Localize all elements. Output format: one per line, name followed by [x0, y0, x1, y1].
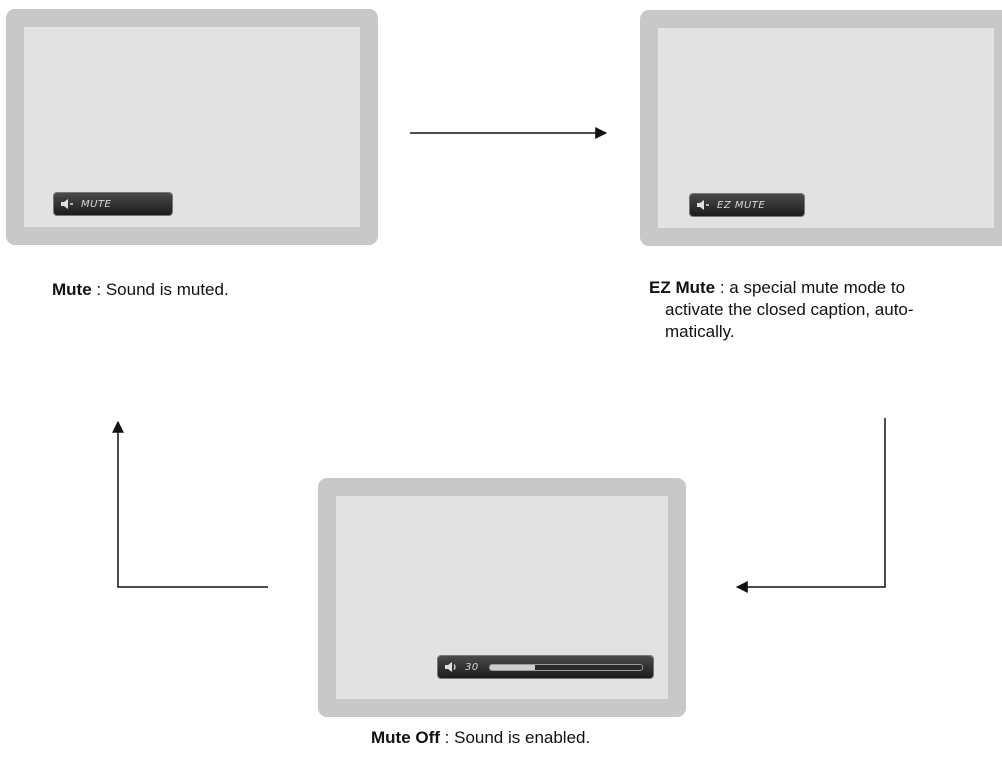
volume-track	[488, 663, 643, 671]
osd-mute-label: MUTE	[81, 198, 112, 210]
osd-volume-bar: 30	[438, 656, 653, 678]
speaker-muted-icon	[61, 199, 73, 209]
caption-ez-mute-line3: matically.	[665, 322, 735, 341]
osd-ez-mute-bar: EZ MUTE	[690, 194, 804, 216]
arrow-mute-off-to-mute	[112, 420, 268, 588]
caption-mute-off: Mute Off : Sound is enabled.	[371, 727, 590, 749]
caption-mute: Mute : Sound is muted.	[52, 279, 229, 301]
caption-ez-mute-line1: : a special mute mode to	[715, 278, 906, 297]
caption-mute-text: : Sound is muted.	[91, 280, 229, 299]
tv-screen-ez-mute: EZ MUTE	[640, 10, 1002, 246]
caption-mute-off-text: : Sound is enabled.	[439, 728, 591, 747]
speaker-muted-icon	[697, 200, 709, 210]
osd-ez-mute-label: EZ MUTE	[717, 199, 766, 211]
tv-screen-mute-off: 30	[318, 478, 686, 717]
caption-ez-mute-term: EZ Mute	[649, 278, 716, 297]
osd-volume-value: 30	[465, 661, 479, 673]
caption-mute-term: Mute	[52, 280, 92, 299]
volume-fill	[489, 664, 536, 670]
speaker-on-icon	[445, 662, 456, 672]
osd-mute-bar: MUTE	[54, 193, 172, 215]
caption-mute-off-term: Mute Off	[371, 728, 440, 747]
arrow-ez-mute-to-mute-off	[735, 418, 886, 593]
caption-ez-mute-line2: activate the closed caption, auto-	[665, 300, 914, 319]
caption-ez-mute: EZ Mute : a special mute mode to activate…	[649, 277, 979, 343]
tv-screen-mute: MUTE	[6, 9, 378, 245]
